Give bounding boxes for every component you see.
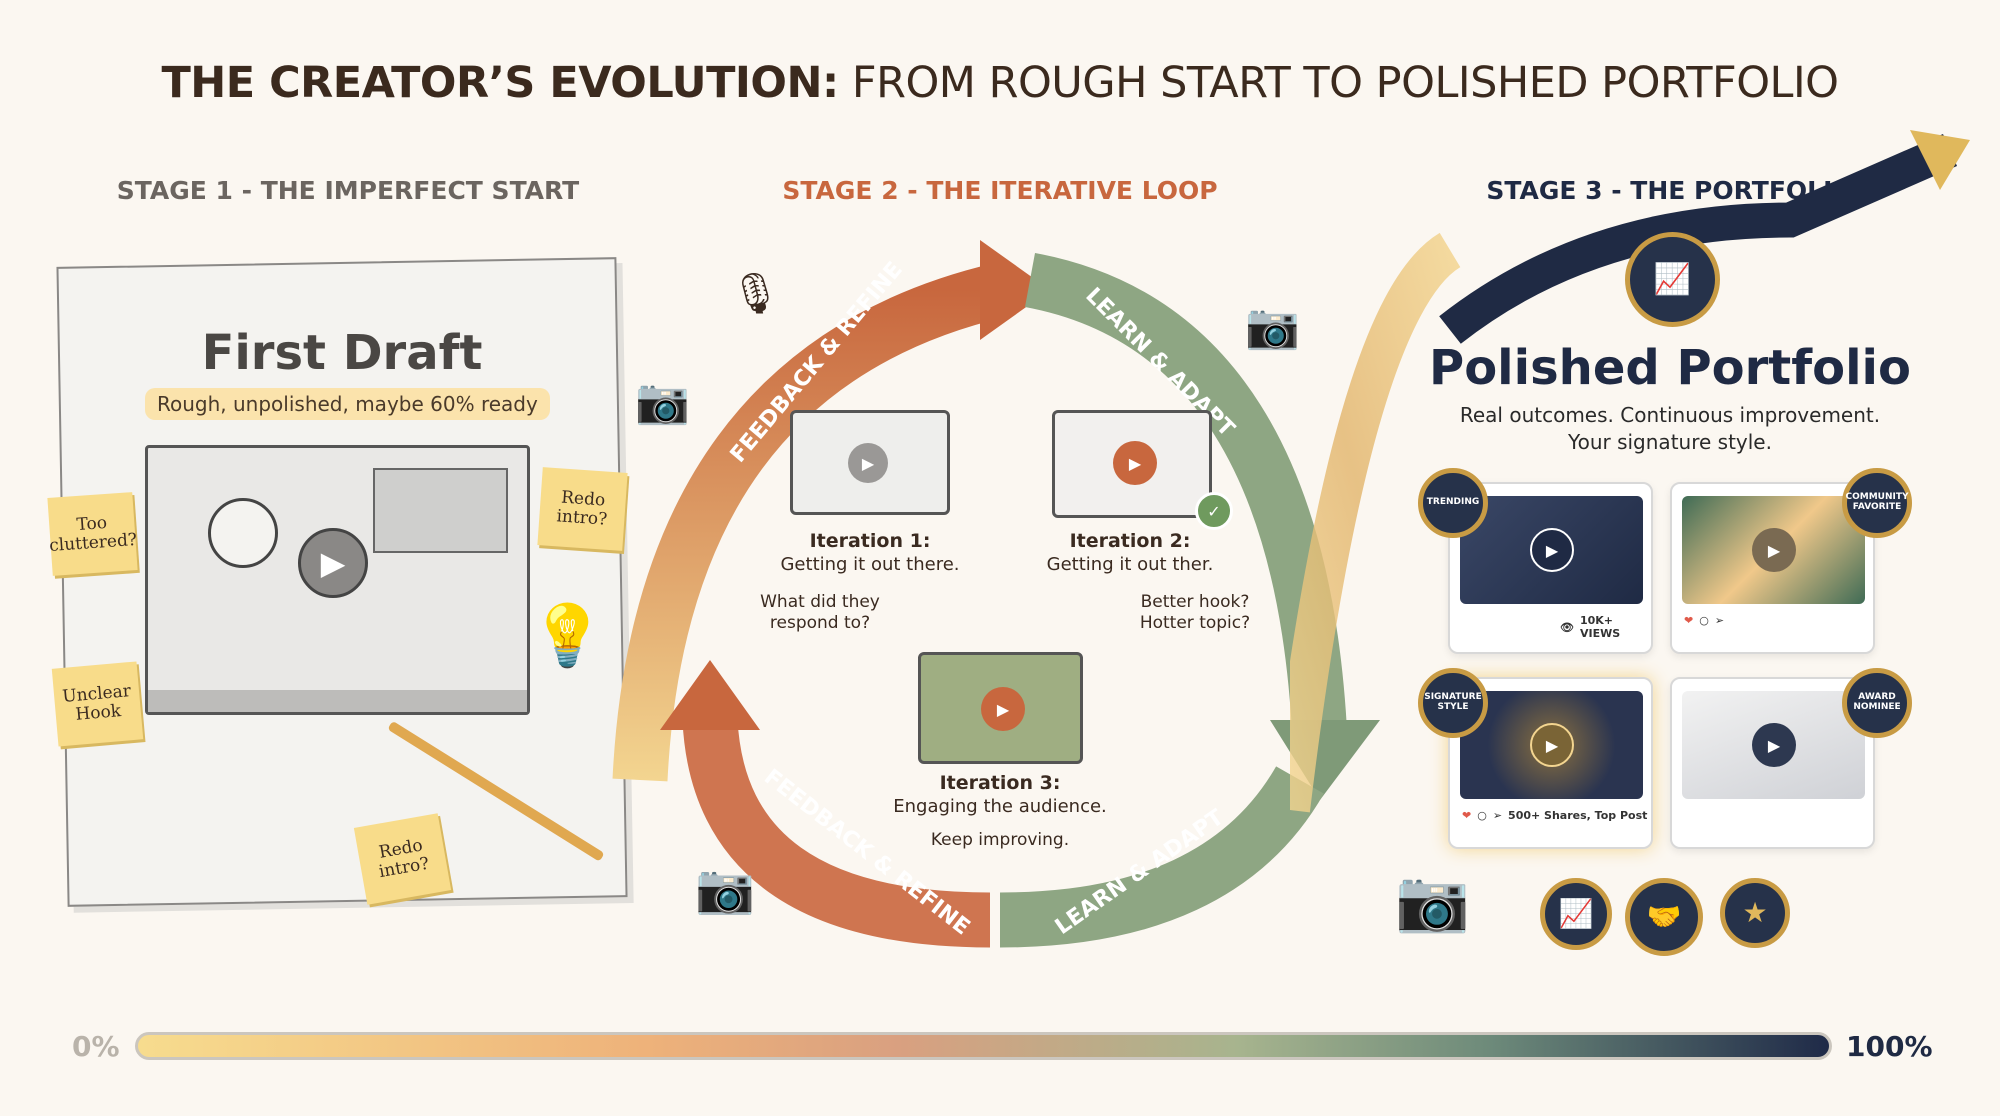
badge-award-nominee: AWARD NOMINEE bbox=[1842, 668, 1912, 738]
sticky-note: Unclear Hook bbox=[51, 661, 144, 747]
play-icon[interactable]: ▶ bbox=[1530, 528, 1574, 572]
play-icon: ▶ bbox=[298, 528, 368, 598]
heart-icon[interactable]: ❤ bbox=[1462, 809, 1472, 822]
draft-title: First Draft bbox=[201, 325, 483, 381]
arrow-feedback-top bbox=[612, 263, 1007, 782]
prompt-text: What did they respond to? bbox=[760, 592, 880, 634]
evolution-progress-bar bbox=[135, 1032, 1832, 1060]
iteration-1-text: Iteration 1:Getting it out there. bbox=[780, 530, 960, 575]
check-icon: ✓ bbox=[1195, 492, 1233, 530]
growth-arrow bbox=[1290, 130, 1970, 813]
portfolio-subtitle: Real outcomes. Continuous improvement.Yo… bbox=[1459, 403, 1881, 454]
draft-subtitle: Rough, unpolished, maybe 60% ready bbox=[145, 388, 550, 420]
play-icon: ▶ bbox=[848, 443, 888, 483]
sketch-video-frame: ▶ bbox=[145, 445, 530, 715]
iteration-1-frame: ▶ bbox=[790, 410, 950, 515]
views-count: 10K+ VIEWS bbox=[1579, 614, 1621, 640]
comment-icon[interactable]: ○ bbox=[1477, 809, 1487, 822]
video-progress-bar bbox=[148, 690, 527, 712]
play-icon: ▶ bbox=[1113, 441, 1157, 485]
share-icon[interactable]: ➢ bbox=[1492, 809, 1503, 822]
iteration-2-frame: ▶ bbox=[1052, 410, 1212, 518]
share-icon[interactable]: ➢ bbox=[1714, 614, 1725, 627]
arrow-feedback-bottom bbox=[682, 718, 991, 948]
prompt-text: Better hook? Hotter topic? bbox=[1139, 592, 1251, 634]
badge-trending: TRENDING bbox=[1418, 468, 1488, 538]
microphone-icon: 🎙 bbox=[730, 271, 781, 317]
eye-icon: 👁 bbox=[1560, 620, 1574, 634]
camera-icon: 📷 bbox=[1395, 866, 1470, 936]
stage-1-label: STAGE 1 - THE IMPERFECT START bbox=[116, 176, 580, 205]
growth-medal-icon: 📈 bbox=[1540, 878, 1612, 950]
shares-count: 500+ Shares, Top Post bbox=[1508, 809, 1648, 822]
badge-community-favorite: COMMUNITY FAVORITE bbox=[1842, 468, 1912, 538]
iteration-3-frame: ▶ bbox=[918, 652, 1083, 764]
stage-2-label: STAGE 2 - THE ITERATIVE LOOP bbox=[782, 176, 1218, 205]
image-placeholder-icon bbox=[373, 468, 508, 553]
play-icon: ▶ bbox=[981, 687, 1025, 731]
badge-signature-style: SIGNATURE STYLE bbox=[1418, 668, 1488, 738]
heart-icon[interactable]: ❤ bbox=[1684, 614, 1694, 627]
iteration-3-text: Iteration 3:Engaging the audience. bbox=[893, 772, 1107, 817]
iteration-2-text: Iteration 2:Getting it out ther. bbox=[1046, 530, 1214, 575]
lightbulb-icon: 💡 bbox=[530, 601, 605, 671]
play-icon[interactable]: ▶ bbox=[1752, 723, 1796, 767]
camera-icon: 📷 bbox=[1245, 301, 1300, 352]
arrow-learn-bottom bbox=[999, 765, 1324, 948]
prompt-text: Keep improving. bbox=[930, 830, 1070, 850]
progress-end-label: 100% bbox=[1846, 1030, 1933, 1063]
page-title: THE CREATOR’S EVOLUTION: FROM ROUGH STAR… bbox=[161, 58, 1839, 108]
portfolio-card-community[interactable]: ▶ ❤ ○ ➢ bbox=[1670, 482, 1875, 654]
person-icon bbox=[208, 498, 278, 568]
sticky-note: Too cluttered? bbox=[47, 492, 138, 576]
camera-icon: 📷 bbox=[635, 376, 690, 427]
play-icon[interactable]: ▶ bbox=[1530, 723, 1574, 767]
star-medal-icon: ★ bbox=[1720, 878, 1790, 948]
portfolio-card-award[interactable]: ▶ bbox=[1670, 677, 1875, 849]
comment-icon[interactable]: ○ bbox=[1699, 614, 1709, 627]
progress-start-label: 0% bbox=[72, 1030, 120, 1063]
handshake-medal-icon: 🤝 bbox=[1625, 878, 1703, 956]
sticky-note: Redo intro? bbox=[353, 813, 452, 905]
portfolio-title: Polished Portfolio bbox=[1429, 340, 1911, 396]
play-icon[interactable]: ▶ bbox=[1752, 528, 1796, 572]
growth-chart-badge-icon: 📈 bbox=[1625, 232, 1720, 327]
camera-icon: 📷 bbox=[695, 861, 755, 917]
